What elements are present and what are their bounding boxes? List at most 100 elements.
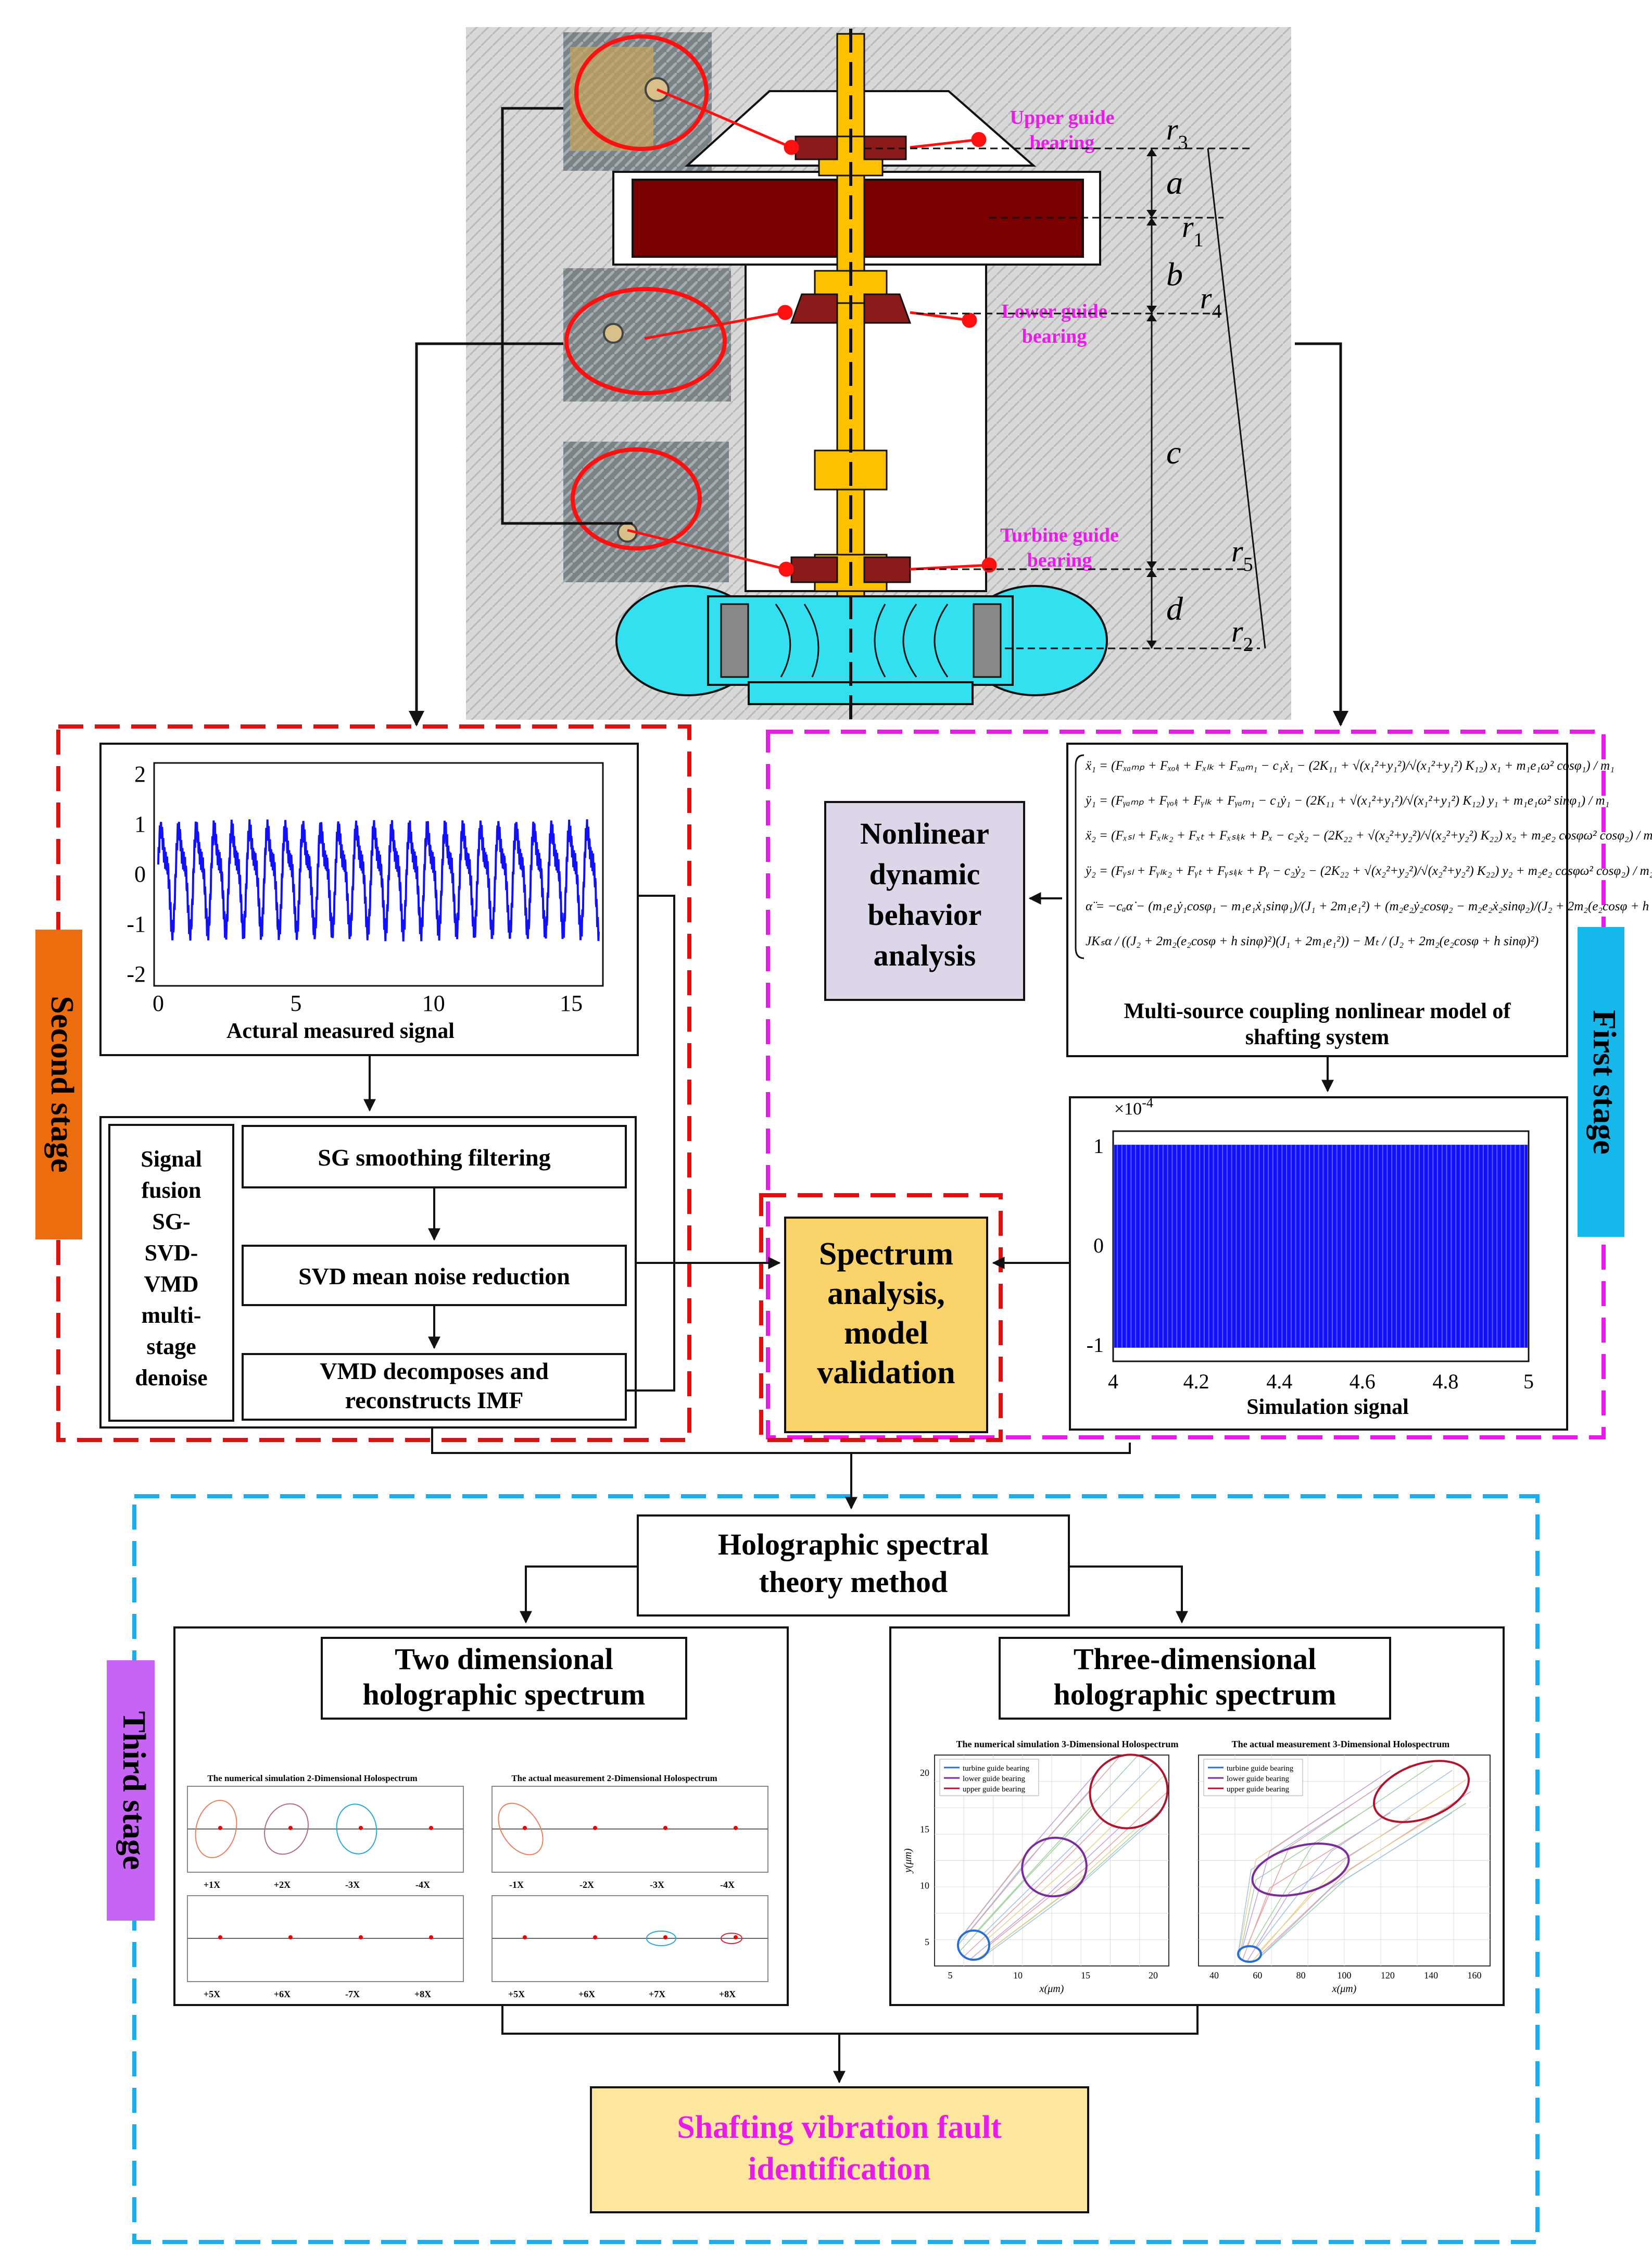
svg-text:r2: r2 [1231,615,1253,656]
radius-labels: r3 r1 r4 r5 r2 [1166,112,1253,656]
dim-b: b [1166,256,1183,293]
simulation-caption: Simulation signal [1246,1395,1409,1419]
x-tick: 120 [1381,1970,1395,1981]
x-tick: 5 [948,1970,953,1981]
harmonic-label: -3X [345,1880,360,1890]
sim-x-tick: 4.4 [1266,1370,1292,1393]
vmd-step [242,1353,627,1421]
x-tick: 10 [1013,1970,1023,1981]
x-tick: 140 [1424,1970,1438,1981]
svg-text:r4: r4 [1200,281,1222,322]
svg-text:r1: r1 [1182,210,1204,251]
equation-line: ẍ₂ = (Fₓₛₗ + Fₓₗₖ₂ + Fₓₜ + Fₓₛₗᵢₖ + Pₓ … [1085,829,1652,843]
harmonic-label: -2X [579,1880,594,1890]
nonlinear-model-panel: ẍ₁ = (Fₓₐₘₚ + Fₓₒₗᵢ + Fₓₗₖ + Fₓₐₘ₁ − c₁… [1066,743,1652,1057]
y-axis-label: y(μm) [902,1848,914,1874]
first-stage-tab: First stage [1578,927,1624,1237]
svg-text:Second stage: Second stage [44,996,80,1172]
svg-text:r3: r3 [1166,112,1188,154]
turbine-runner [615,585,1108,705]
sim-x-tick: 4 [1108,1370,1118,1393]
sim-x-tick: 4.8 [1432,1370,1458,1393]
svd-step [242,1245,627,1306]
x-tick: 100 [1338,1970,1352,1981]
y-tick: 15 [920,1824,929,1834]
dim-d: d [1166,590,1183,627]
legend-entry: upper guide bearing [963,1785,1025,1794]
equation-line: ÿ₂ = (Fᵧₛₗ + Fᵧₗₖ₂ + Fᵧₜ + Fᵧₛₗᵢₖ + Pᵧ … [1084,864,1652,878]
sim-x-tick: 4.2 [1183,1370,1209,1393]
sim-x-tick: 4.6 [1350,1370,1376,1393]
measured-signal-line [157,819,600,942]
photo-upper-bearing-sensor [563,32,712,171]
sim-y-tick: 1 [1093,1134,1104,1158]
legend-entry: turbine guide bearing [1227,1764,1294,1773]
third-stage-tab: Third stage [107,1660,155,1921]
svg-text:Third stage: Third stage [116,1711,152,1870]
simulation-signal-band [1114,1145,1528,1348]
sim-y-tick: -1 [1087,1333,1104,1357]
sg-label: SG smoothing filtering [318,1144,550,1171]
measured-y-tick: 2 [134,761,146,787]
dim-c: c [1166,434,1181,471]
equation-line: α̈ = −cₐα̇ − (m₁e₁ẏ₁cosφ₁ − m₁e₁ẋ₁sinφ… [1086,899,1652,913]
equation-line: ẍ₁ = (Fₓₐₘₚ + Fₓₒₗᵢ + Fₓₗₖ + Fₓₐₘ₁ − c₁… [1085,759,1615,773]
harmonic-label: +1X [204,1880,220,1890]
y-tick: 5 [925,1937,929,1947]
harmonic-label: -1X [509,1880,524,1890]
harmonic-label: +8X [414,1989,431,1999]
svg-text:r5: r5 [1231,534,1253,575]
second-stage-tab: Second stage [35,930,82,1239]
x-tick: 80 [1296,1970,1306,1981]
model-caption: Multi-source coupling nonlinear model of… [1124,999,1511,1049]
x-tick: 40 [1209,1970,1219,1981]
turbine-guide-bearing [790,556,911,583]
harmonic-label: -3X [650,1880,664,1890]
measured-y-tick: 0 [134,861,146,887]
x-axis-label: x(μm) [1332,1983,1357,1995]
dim-a: a [1166,164,1183,201]
measured-x-tick: 5 [290,991,301,1016]
harmonic-label: -7X [345,1989,360,1999]
measured-x-tick: 10 [422,991,445,1016]
sg-step [242,1125,627,1188]
harmonic-label: -4X [415,1880,430,1890]
photo-turbine-bearing-sensor [563,442,729,582]
y-tick: 20 [920,1768,929,1778]
harmonic-label: +2X [274,1880,291,1890]
x-tick: 20 [1149,1970,1158,1981]
legend-entry: turbine guide bearing [963,1764,1030,1773]
three-d-sim-title: The numerical simulation 3-Dimensional H… [956,1739,1179,1749]
model-equations: ẍ₁ = (Fₓₐₘₚ + Fₓₒₗᵢ + Fₓₗₖ + Fₓₐₘ₁ − c₁… [1084,759,1652,948]
legend-entry: upper guide bearing [1227,1785,1289,1794]
harmonic-label: +8X [719,1989,736,1999]
sim-y-tick: 0 [1093,1234,1104,1257]
harmonic-label: +7X [649,1989,665,1999]
harmonic-label: +5X [204,1989,220,1999]
harmonic-label: +6X [274,1989,291,1999]
measured-y-tick: -1 [127,911,146,937]
svd-label: SVD mean noise reduction [298,1263,570,1289]
measured-y-tick: 1 [134,811,146,837]
equation-line: ÿ₁ = (Fᵧₐₘₚ + Fᵧₒₗᵢ + Fᵧₗₖ + Fᵧₐₘ₁ − c₁… [1084,794,1609,808]
measured-y-tick: -2 [127,961,146,987]
equation-line: JKₛα / ((J₂ + 2m₂(e₂cosφ + h sinφ)²)(J₁ … [1086,934,1538,948]
photo-lower-bearing-sensor [563,268,731,402]
